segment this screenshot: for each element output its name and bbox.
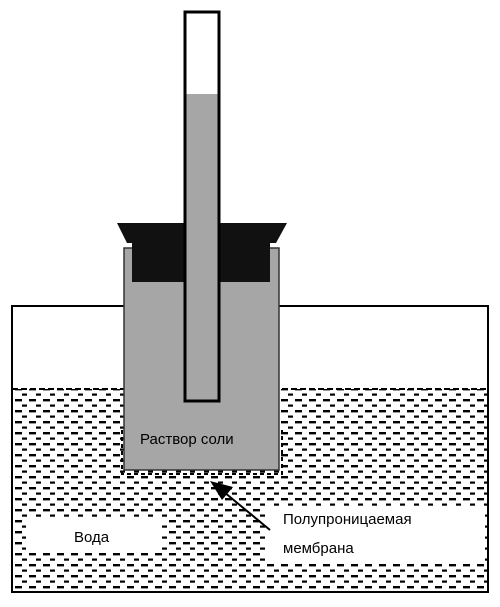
capillary-tube — [183, 10, 221, 403]
solution-label-bg — [136, 428, 264, 448]
capillary-tube-liquid — [185, 94, 219, 401]
water-label: Вода — [74, 529, 110, 546]
membrane-label-box — [266, 506, 485, 563]
capillary-tube-empty — [185, 12, 219, 94]
solution-label: Раствор соли — [140, 431, 234, 448]
semipermeable-membrane — [121, 430, 283, 475]
water-label-box — [26, 520, 162, 551]
membrane-pointer-arrowhead — [210, 481, 233, 500]
membrane-pointer-line — [223, 491, 271, 531]
membrane-label-line2: мембрана — [283, 540, 354, 557]
membrane-label-line1: Полупроницаемая — [283, 511, 412, 528]
